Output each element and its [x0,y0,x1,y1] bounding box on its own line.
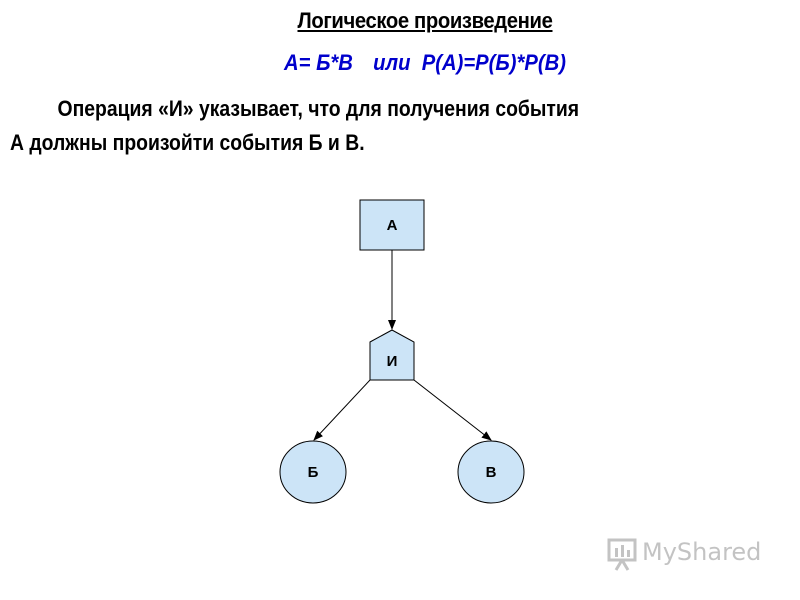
watermark-text: MyShared [642,538,762,566]
presentation-board-icon [607,538,637,571]
event-a-box [359,199,425,251]
edge-gate-to-v [413,379,492,441]
formula-connector: или [373,50,411,75]
formula-line: А= Б*В или Р(А)=Р(Б)*Р(В) [34,50,800,76]
edge-gate-to-b [313,379,371,441]
and-gate-label: И [387,353,398,370]
description-line-2: А должны произойти события Б и В. [10,130,365,155]
formula-probability: Р(А)=Р(Б)*Р(В) [421,50,566,75]
event-v-label: В [486,464,497,481]
event-b-circle [279,440,347,504]
and-gate-shape [369,329,415,381]
event-v-circle [457,440,525,504]
description-text: Операция «И» указывает, что для получени… [10,92,767,160]
page-title: Логическое произведение [297,8,553,33]
formula-product: А= Б*В [284,50,353,75]
event-a-label: А [387,217,398,234]
event-b-label: Б [308,464,319,481]
description-line-1: Операция «И» указывает, что для получени… [57,96,580,121]
watermark: MyShared [606,534,766,574]
